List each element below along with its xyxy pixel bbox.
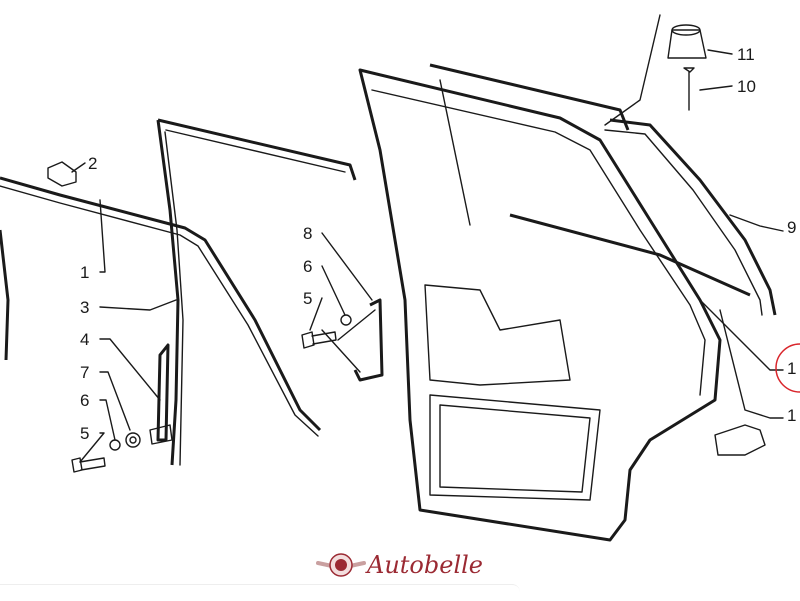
part-lower-clip — [714, 424, 766, 456]
footer-bar — [0, 584, 520, 601]
part-clip — [47, 161, 77, 187]
label-part-4: 4 — [80, 330, 89, 349]
label-part-10: 10 — [737, 77, 756, 96]
label-part-1: 1 — [80, 263, 89, 282]
label-part-6-right: 6 — [303, 257, 312, 276]
label-part-11: 11 — [737, 45, 755, 64]
label-part-3: 3 — [80, 298, 89, 317]
part-window-channel — [156, 118, 357, 466]
leader-lines — [71, 14, 784, 463]
label-part-8: 8 — [303, 224, 312, 243]
part-bracket — [301, 298, 384, 382]
label-part-2: 2 — [88, 154, 97, 173]
part-door-panel — [358, 63, 751, 542]
label-part-5-right: 5 — [303, 289, 312, 308]
part-guide — [149, 343, 173, 445]
highlight-circle — [775, 343, 800, 393]
label-part-1-highlighted: 1 — [787, 359, 796, 378]
part-cap-and-screw — [667, 24, 707, 111]
label-part-6: 6 — [80, 391, 89, 410]
part-bolt-washer-left — [71, 432, 141, 473]
label-part-1-clip: 1 — [787, 406, 796, 425]
label-part-7: 7 — [80, 363, 89, 382]
label-part-5: 5 — [80, 424, 89, 443]
part-drip-molding — [604, 118, 777, 316]
brand-name: Autobelle — [365, 551, 483, 579]
part-belt-molding — [0, 176, 322, 437]
label-part-9: 9 — [787, 218, 796, 237]
brand-logo-icon — [316, 553, 366, 577]
